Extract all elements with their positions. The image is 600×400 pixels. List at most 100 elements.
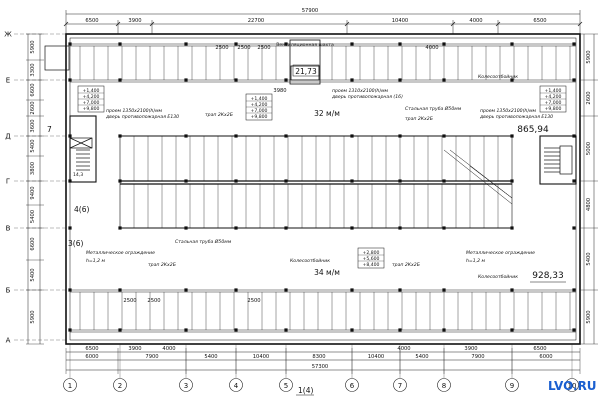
left-dim: 5400 [30, 139, 36, 152]
column [284, 226, 288, 230]
column-axis-circle [63, 378, 77, 392]
column [118, 226, 122, 230]
steel-pipe-right-note: Стальная труба Ø50мм [405, 105, 462, 112]
opening-top-note: проем 1310x2100(h)мм [332, 88, 389, 94]
column [350, 328, 354, 332]
bottom-inner-dim: 3900 [128, 346, 141, 352]
column [184, 134, 188, 138]
mark-7: 7 [47, 125, 52, 134]
row-axis-Д: Д [5, 133, 11, 141]
pipe-bottom-right-note: трап 2Кx2Б [392, 262, 420, 268]
bottom-outer-dim: 10400 [368, 354, 385, 360]
parking-count-bottom: 34 м/м [314, 268, 340, 277]
dim-top-1: 6500 [85, 18, 98, 24]
column [510, 328, 514, 332]
column [442, 78, 446, 82]
left-dim: 5900 [30, 40, 36, 53]
column [350, 226, 354, 230]
column [398, 134, 402, 138]
column [572, 179, 576, 183]
fence-right-height: h=1,2 м [466, 258, 486, 264]
room-area-21: 21,73 [295, 67, 317, 76]
wheel-stop-br-note: Колесоотбойник [478, 274, 518, 280]
total-top-dimension: 57900 [302, 8, 319, 14]
top-dimension-lines [63, 10, 583, 34]
level-box-center-level: +7,000 [250, 108, 267, 114]
opening-left-note: проем 1350x2100(h)мм [106, 108, 163, 114]
column [68, 328, 72, 332]
column [442, 42, 446, 46]
level-box-right-level: +9,800 [544, 106, 561, 112]
column-axis-circle [279, 378, 293, 392]
level-box-bottom-level: +2,800 [362, 250, 379, 256]
level-box-bottom [357, 247, 385, 269]
column [118, 42, 122, 46]
right-dim: 4800 [586, 198, 592, 211]
ramp-diagonals [443, 149, 513, 205]
column [234, 78, 238, 82]
column [68, 226, 72, 230]
parking-stalls-bottom [79, 292, 571, 330]
mark-3-6: 3(6) [68, 239, 83, 248]
right-dim: 5000 [586, 142, 592, 155]
column-axis-circle [345, 378, 359, 392]
bottom-outer-dim: 5400 [415, 354, 428, 360]
dim-top-2: 3900 [128, 18, 141, 24]
left-dim: 5400 [30, 268, 36, 281]
column [118, 78, 122, 82]
left-dim: 2600 [30, 101, 36, 114]
column [118, 134, 122, 138]
column [572, 328, 576, 332]
left-dim: 3600 [30, 119, 36, 132]
lower-inner-dim: 2500 [247, 298, 260, 304]
column [284, 134, 288, 138]
right-stair-core [539, 135, 577, 185]
row-axis-В: В [6, 225, 11, 233]
column [510, 226, 514, 230]
column-axis-circle [437, 378, 451, 392]
bottom-outer-dim: 6000 [85, 354, 98, 360]
top-inner-dim: 2500 [215, 45, 228, 51]
column [184, 288, 188, 292]
level-box-right-level: +7,000 [544, 100, 561, 106]
dim-top-3: 22700 [248, 18, 265, 24]
left-dim: 6600 [30, 83, 36, 96]
column-axis-7: 7 [398, 382, 402, 390]
lower-inner-dim: 2500 [123, 298, 136, 304]
column [350, 42, 354, 46]
column [398, 78, 402, 82]
column [442, 288, 446, 292]
parking-count-top: 32 м/м [314, 109, 340, 118]
column [572, 288, 576, 292]
left-dim: 3300 [30, 63, 36, 76]
column-axis-9: 9 [510, 382, 514, 390]
level-box-right-level: +4,200 [544, 94, 561, 100]
level-box-left-level: +4,200 [82, 94, 99, 100]
level-box-left-level: +9,800 [82, 106, 99, 112]
column [510, 42, 514, 46]
bottom-outer-dim: 10400 [253, 354, 270, 360]
column-axis-5: 5 [284, 382, 288, 390]
top-inner-dim: 2500 [237, 45, 250, 51]
bottom-outer-dim: 5400 [204, 354, 217, 360]
column-axis-6: 6 [350, 382, 355, 390]
column [184, 42, 188, 46]
column [510, 134, 514, 138]
row-axis-Г: Г [6, 178, 10, 186]
bottom-inner-dim: 4000 [397, 346, 410, 352]
bottom-inner-dim: 4000 [162, 346, 175, 352]
right-dim: 2600 [586, 91, 592, 104]
bottom-inner-dim: 6500 [85, 346, 98, 352]
fence-right-note: Металлическое ограждение [466, 250, 535, 256]
column-axis-circle [565, 378, 579, 392]
mid-dim: 3980 [273, 88, 286, 94]
top-inner-dim: 2500 [257, 45, 270, 51]
column-axis-circle [505, 378, 519, 392]
column [184, 179, 188, 183]
column [284, 42, 288, 46]
column-axis-circle [393, 378, 407, 392]
column [398, 288, 402, 292]
total-bottom-dimension: 57300 [312, 364, 329, 370]
